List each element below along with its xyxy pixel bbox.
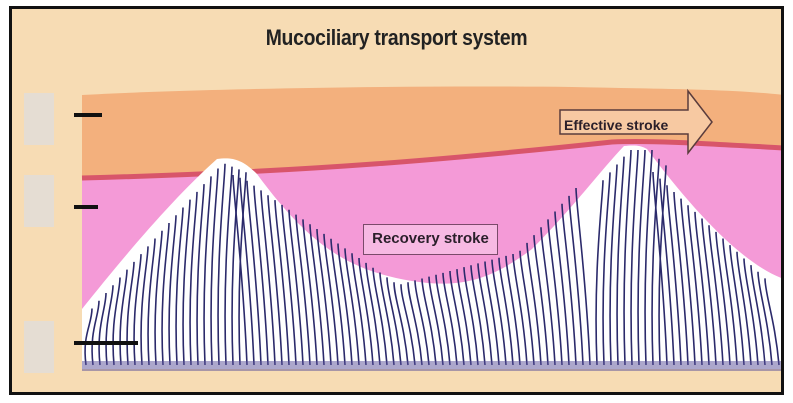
mucociliary-diagram — [12, 9, 781, 392]
label-placeholder-top — [24, 93, 54, 145]
recovery-stroke-label: Recovery stroke — [363, 224, 498, 255]
effective-stroke-label: Effective stroke — [564, 117, 668, 133]
diagram-title: Mucociliary transport system — [58, 25, 735, 51]
tick-periciliary — [74, 205, 98, 209]
tick-cilia — [74, 341, 138, 345]
epithelial-surface — [82, 361, 781, 371]
diagram-frame: Mucociliary transport system Effective s… — [9, 6, 784, 395]
label-placeholder-bottom — [24, 321, 54, 373]
tick-mucus — [74, 113, 102, 117]
label-placeholder-middle — [24, 175, 54, 227]
